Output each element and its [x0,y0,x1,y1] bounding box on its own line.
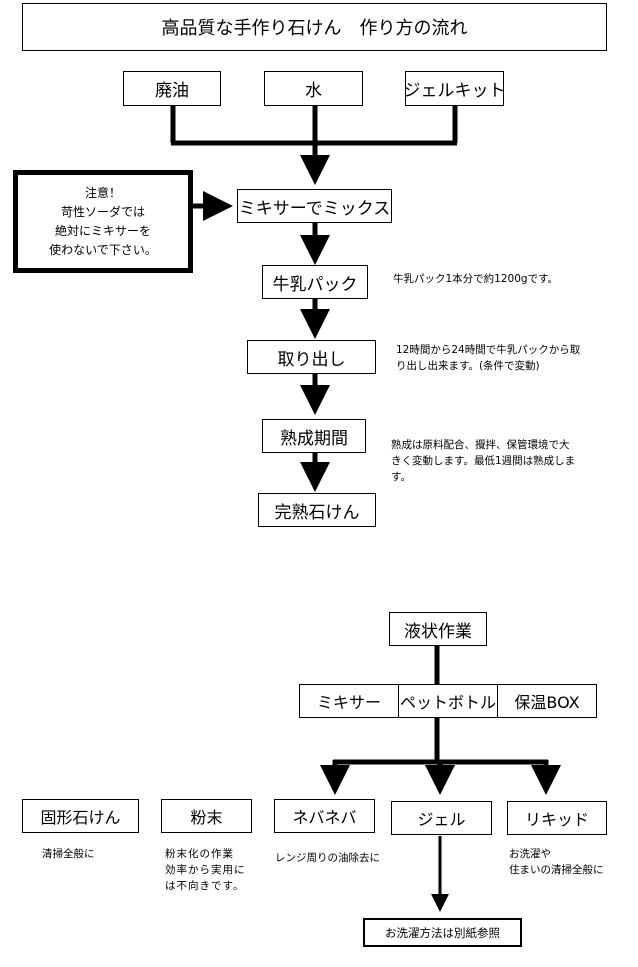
step-mix-label: ミキサーでミックス [238,198,391,219]
note-nebaneba: レンジ周りの油除去に [275,850,380,866]
input-oil-label: 廃油 [155,81,189,101]
warning-line-4: 使わないで下さい。 [49,242,157,257]
liquid-work: 液状作業 [389,612,487,646]
note-powder-line-1: 粉末化の作業 [165,848,234,860]
type-powder: 粉末 [161,799,252,833]
step-aging: 熟成期間 [262,419,366,453]
warning-line-3: 絶対にミキサーを [54,223,151,238]
step-done: 完熟石けん [258,493,376,527]
warning-line-1: 注意！ [84,185,121,200]
input-water: 水 [264,71,363,106]
note-takeout-line-1: 12時間から24時間で牛乳パックから取 [396,344,581,356]
method-pet-bottle-label: ペットボトル [399,693,496,712]
note-liquid: お洗濯や 住まいの清掃全般に [509,846,604,878]
input-water-label: 水 [305,81,322,101]
step-mix: ミキサーでミックス [237,189,392,223]
note-powder-line-2: 効率から実用に [165,864,246,876]
laundry-reference-text: お洗濯方法は別紙参照 [385,925,500,940]
input-oil: 廃油 [123,71,221,106]
type-nebaneba: ネバネバ [274,799,375,833]
type-powder-label: 粉末 [190,808,223,827]
method-warm-box: 保温BOX [497,684,597,718]
note-powder: 粉末化の作業 効率から実用に は不向きです。 [165,846,246,894]
step-pack-label: 牛乳パック [272,274,358,295]
type-gel: ジェル [391,801,492,835]
note-aging-line-2: きく変動します。最低1週間は熟成しま [391,455,576,467]
type-liquid-label: リキッド [524,810,589,829]
method-mixer-label: ミキサー [316,693,381,712]
note-powder-line-3: は不向きです。 [165,880,245,892]
page-title: 高品質な手作り石けん 作り方の流れ [22,3,607,51]
step-aging-label: 熟成期間 [280,428,348,449]
type-liquid: リキッド [507,801,607,835]
note-nebaneba-line-1: レンジ周りの油除去に [275,852,380,864]
step-takeout-label: 取り出し [277,349,346,370]
note-aging: 熟成は原料配合、攪拌、保管環境で大 きく変動します。最低1週間は熟成しま す。 [391,437,575,485]
method-warm-box-label: 保温BOX [514,693,580,712]
warning-line-2: 苛性ソーダでは [60,204,145,219]
method-pet-bottle: ペットボトル [398,684,498,718]
note-solid-soap: 清掃全般に [42,846,95,862]
note-takeout: 12時間から24時間で牛乳パックから取 り出し出来ます。(条件で変動) [396,342,580,374]
step-pack: 牛乳パック [262,265,368,299]
laundry-reference: お洗濯方法は別紙参照 [363,918,522,947]
input-gel-kit-label: ジェルキット [403,81,506,101]
type-solid-soap: 固形石けん [22,799,139,833]
warning-box: 注意！ 苛性ソーダでは 絶対にミキサーを 使わないで下さい。 [13,170,193,273]
note-pack: 牛乳パック1本分で約1200gです。 [393,271,558,287]
note-liquid-line-1: お洗濯や [509,848,551,860]
step-done-label: 完熟石けん [274,502,360,523]
method-mixer: ミキサー [299,684,399,718]
note-aging-line-1: 熟成は原料配合、攪拌、保管環境で大 [391,439,570,451]
note-liquid-line-2: 住まいの清掃全般に [509,864,604,876]
step-takeout: 取り出し [247,340,376,374]
page-title-text: 高品質な手作り石けん 作り方の流れ [161,18,468,39]
type-nebaneba-label: ネバネバ [292,808,357,827]
type-gel-label: ジェル [417,810,466,829]
note-aging-line-3: す。 [391,471,411,483]
liquid-work-label: 液状作業 [404,621,472,642]
type-solid-soap-label: 固形石けん [40,808,121,827]
note-solid-soap-line-1: 清掃全般に [42,848,95,860]
input-gel-kit: ジェルキット [403,71,506,106]
note-pack-text: 牛乳パック1本分で約1200gです。 [393,273,559,285]
note-takeout-line-2: り出し出来ます。(条件で変動) [396,360,540,372]
